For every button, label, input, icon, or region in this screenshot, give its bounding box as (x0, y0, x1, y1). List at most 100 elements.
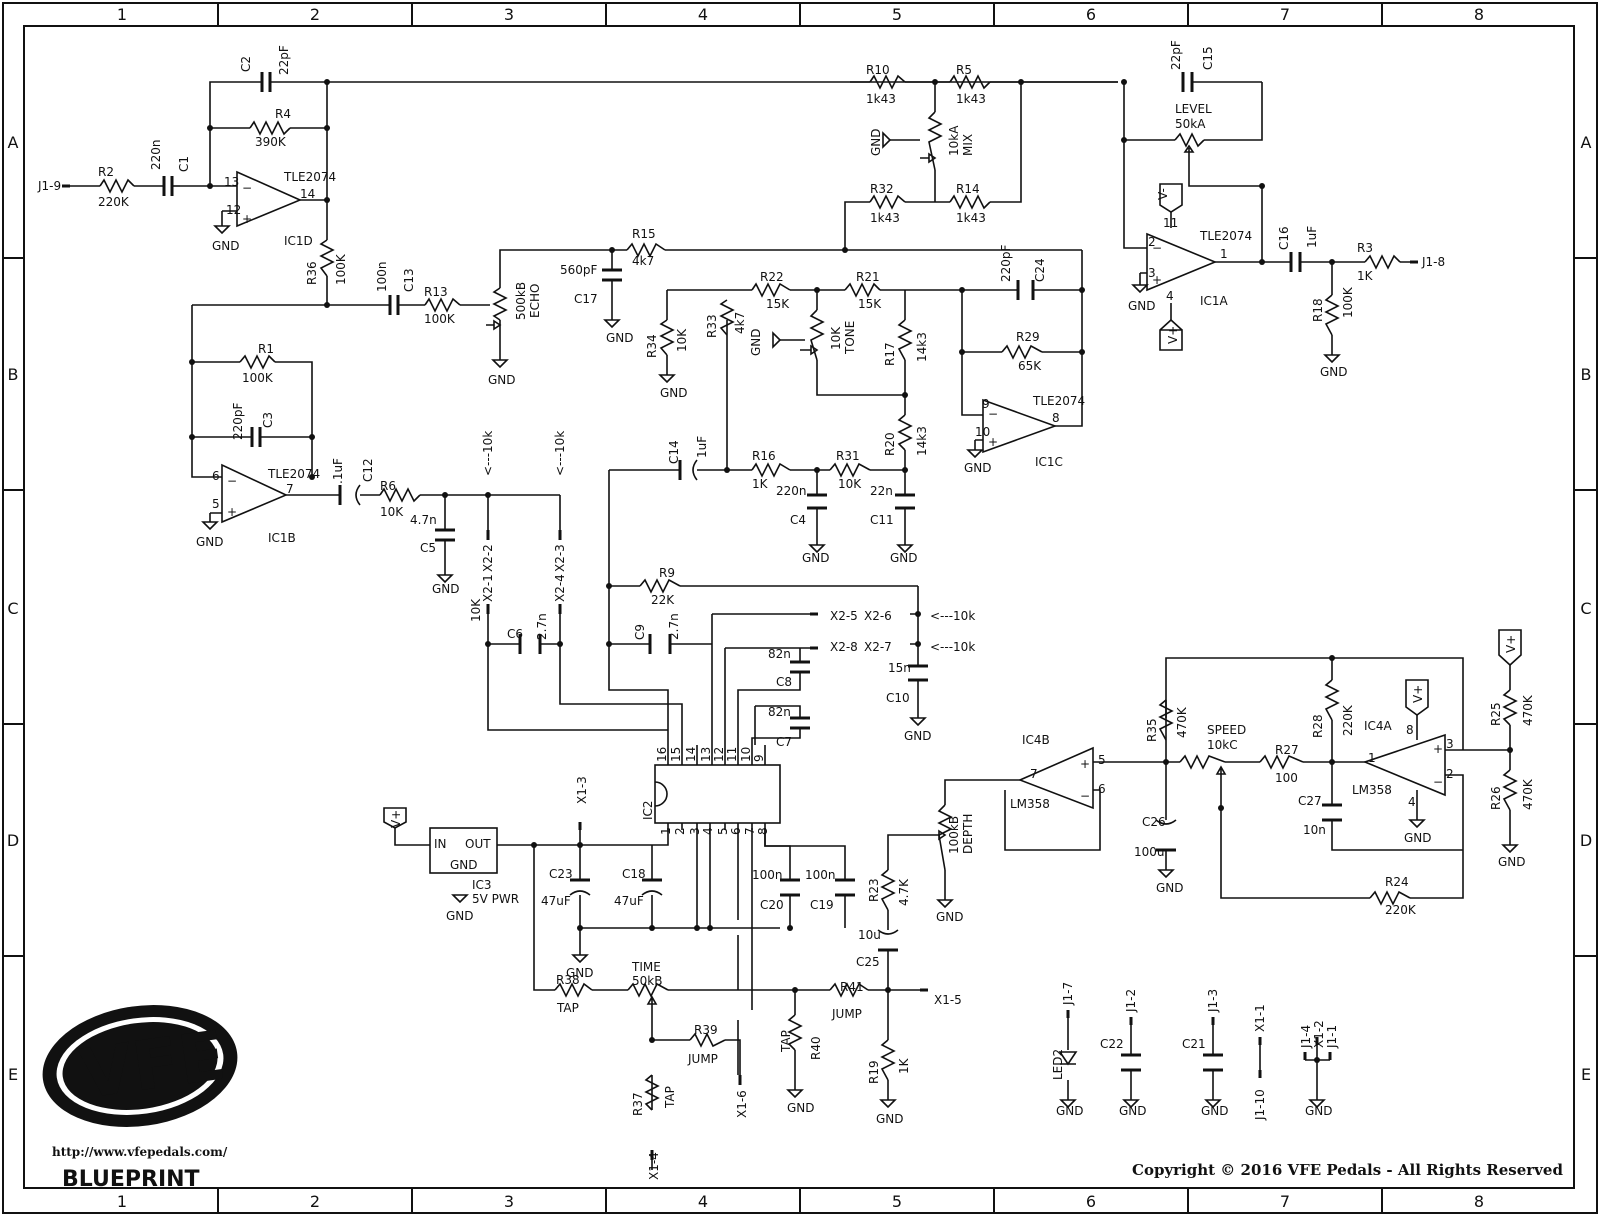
label-c4-ref: C4 (790, 513, 806, 527)
svg-text:16: 16 (655, 747, 669, 762)
label-r18-val: 100K (1341, 286, 1355, 318)
col-label: 8 (1474, 1192, 1484, 1211)
label-r27-val: 100 (1275, 771, 1298, 785)
row-label: C (7, 599, 18, 618)
label-c2-val: 22pF (277, 45, 291, 75)
label-c25-val: 10u (858, 928, 881, 942)
gnd-label: GND (787, 1101, 815, 1115)
col-label: 7 (1280, 5, 1290, 24)
label-c11-val: 22n (870, 484, 893, 498)
label-r19-val: 1K (897, 1057, 911, 1074)
label-r9-ref: R9 (659, 566, 675, 580)
col-label: 1 (117, 5, 127, 24)
label-c3-ref: C3 (261, 412, 275, 428)
col-label: 5 (892, 1192, 902, 1211)
label-x1-4: X1-4 (647, 1152, 661, 1180)
op-amps: −+ −+ −+ −+ +− +− (221, 170, 1446, 810)
gnd-label: GND (432, 582, 460, 596)
label-r9-val: 22K (651, 593, 675, 607)
svg-text:+: + (242, 212, 252, 226)
gnd-label: GND (1201, 1104, 1229, 1118)
label-r4-ref: R4 (275, 107, 291, 121)
label-level-val: 50kA (1175, 117, 1206, 131)
power-flags (383, 183, 1522, 829)
label-r14-ref: R14 (956, 182, 980, 196)
label-r13-val: 100K (424, 312, 456, 326)
gnd-label: GND (904, 729, 932, 743)
label-ext-10k-b: <---10k (553, 431, 567, 476)
op-amp-ic1b (221, 463, 288, 524)
label-x2-8: X2-8 (830, 640, 858, 654)
label-speed-val: 10kC (1207, 738, 1238, 752)
label-r31-val: 10K (838, 477, 862, 491)
label-r29-val: 65K (1018, 359, 1042, 373)
label-r20-ref: R20 (883, 432, 897, 456)
label-ic1d-part: TLE2074 (283, 170, 336, 184)
label-c5-val: 4.7n (410, 513, 437, 527)
label-c6-val: 2.7n (535, 613, 549, 640)
svg-text:−: − (1080, 789, 1090, 803)
pin-ic4b-6: 6 (1098, 782, 1106, 796)
component-labels: C2 22pF R4 390K R2 220K 220n C1 J1-9 TLE… (37, 40, 1535, 1180)
label-c26-ref: C26 (1142, 815, 1166, 829)
label-ic1d-ref: IC1D (284, 234, 313, 248)
label-x2-5: X2-5 (830, 609, 858, 623)
label-ic1a-ref: IC1A (1200, 294, 1229, 308)
label-c1-val: 220n (149, 139, 163, 170)
label-c13-ref: C13 (402, 268, 416, 292)
pin-ic1a-4: 4 (1166, 289, 1174, 303)
label-x1-3: X1-3 (575, 776, 589, 804)
label-x1-5: X1-5 (934, 993, 962, 1007)
label-r22-val: 15K (766, 297, 790, 311)
label-c16-val: 1uF (1305, 226, 1319, 248)
label-r14-val: 1k43 (956, 211, 986, 225)
svg-text:5: 5 (716, 827, 730, 835)
label-c23-ref: C23 (549, 867, 573, 881)
svg-text:1: 1 (659, 827, 673, 835)
svg-text:4: 4 (701, 827, 715, 835)
label-c18-ref: C18 (622, 867, 646, 881)
label-r5-ref: R5 (956, 63, 972, 77)
vfe-logo: VFE (42, 1005, 238, 1127)
pin-ic1b-5: 5 (212, 497, 220, 511)
label-r10-ref: R10 (866, 63, 890, 77)
label-r34-val: 10K (675, 328, 689, 352)
label-mix-ref: MIX (961, 134, 975, 156)
svg-text:15: 15 (669, 747, 683, 762)
op-amp-ic1d (236, 170, 303, 228)
pin-ic1c-9: 9 (982, 397, 990, 411)
gnd-label: GND (1119, 1104, 1147, 1118)
label-r26-val: 470K (1521, 778, 1535, 810)
potentiometers (486, 111, 1227, 1010)
label-r39-ref: R39 (694, 1023, 718, 1037)
svg-text:+: + (1080, 757, 1090, 771)
pin-ic1a-11: 11 (1163, 216, 1178, 230)
op-amp-ic1c (982, 398, 1058, 454)
label-j1-4: J1-4 (1299, 1025, 1313, 1049)
label-depth-ref: DEPTH (961, 814, 975, 854)
ic-packages (429, 745, 781, 874)
label-c2-ref: C2 (239, 56, 253, 72)
label-c14-ref: C14 (667, 440, 681, 464)
label-j1-2: J1-2 (1124, 989, 1138, 1013)
label-r17-ref: R17 (883, 342, 897, 366)
label-r16-ref: R16 (752, 449, 776, 463)
connector-pins (62, 184, 1418, 1160)
pin-ic1b-7: 7 (286, 482, 294, 496)
label-c11-ref: C11 (870, 513, 894, 527)
label-speed-ref: SPEED (1207, 723, 1246, 737)
label-x2-3: X2-3 (553, 544, 567, 572)
svg-text:+: + (988, 435, 998, 449)
svg-text:+: + (1433, 742, 1443, 756)
svg-text:10: 10 (739, 747, 753, 762)
ground-symbols (201, 131, 1519, 1109)
label-c12-val: .1uF (331, 458, 345, 484)
label-c5-ref: C5 (420, 541, 436, 555)
label-ic4a-ref: IC4A (1364, 719, 1393, 733)
ic2-body (654, 764, 781, 824)
label-10k: 10K (469, 598, 483, 622)
label-r4-val: 390K (255, 135, 287, 149)
pin-ic4b-5: 5 (1098, 753, 1106, 767)
label-j1-1: J1-1 (1325, 1025, 1339, 1049)
